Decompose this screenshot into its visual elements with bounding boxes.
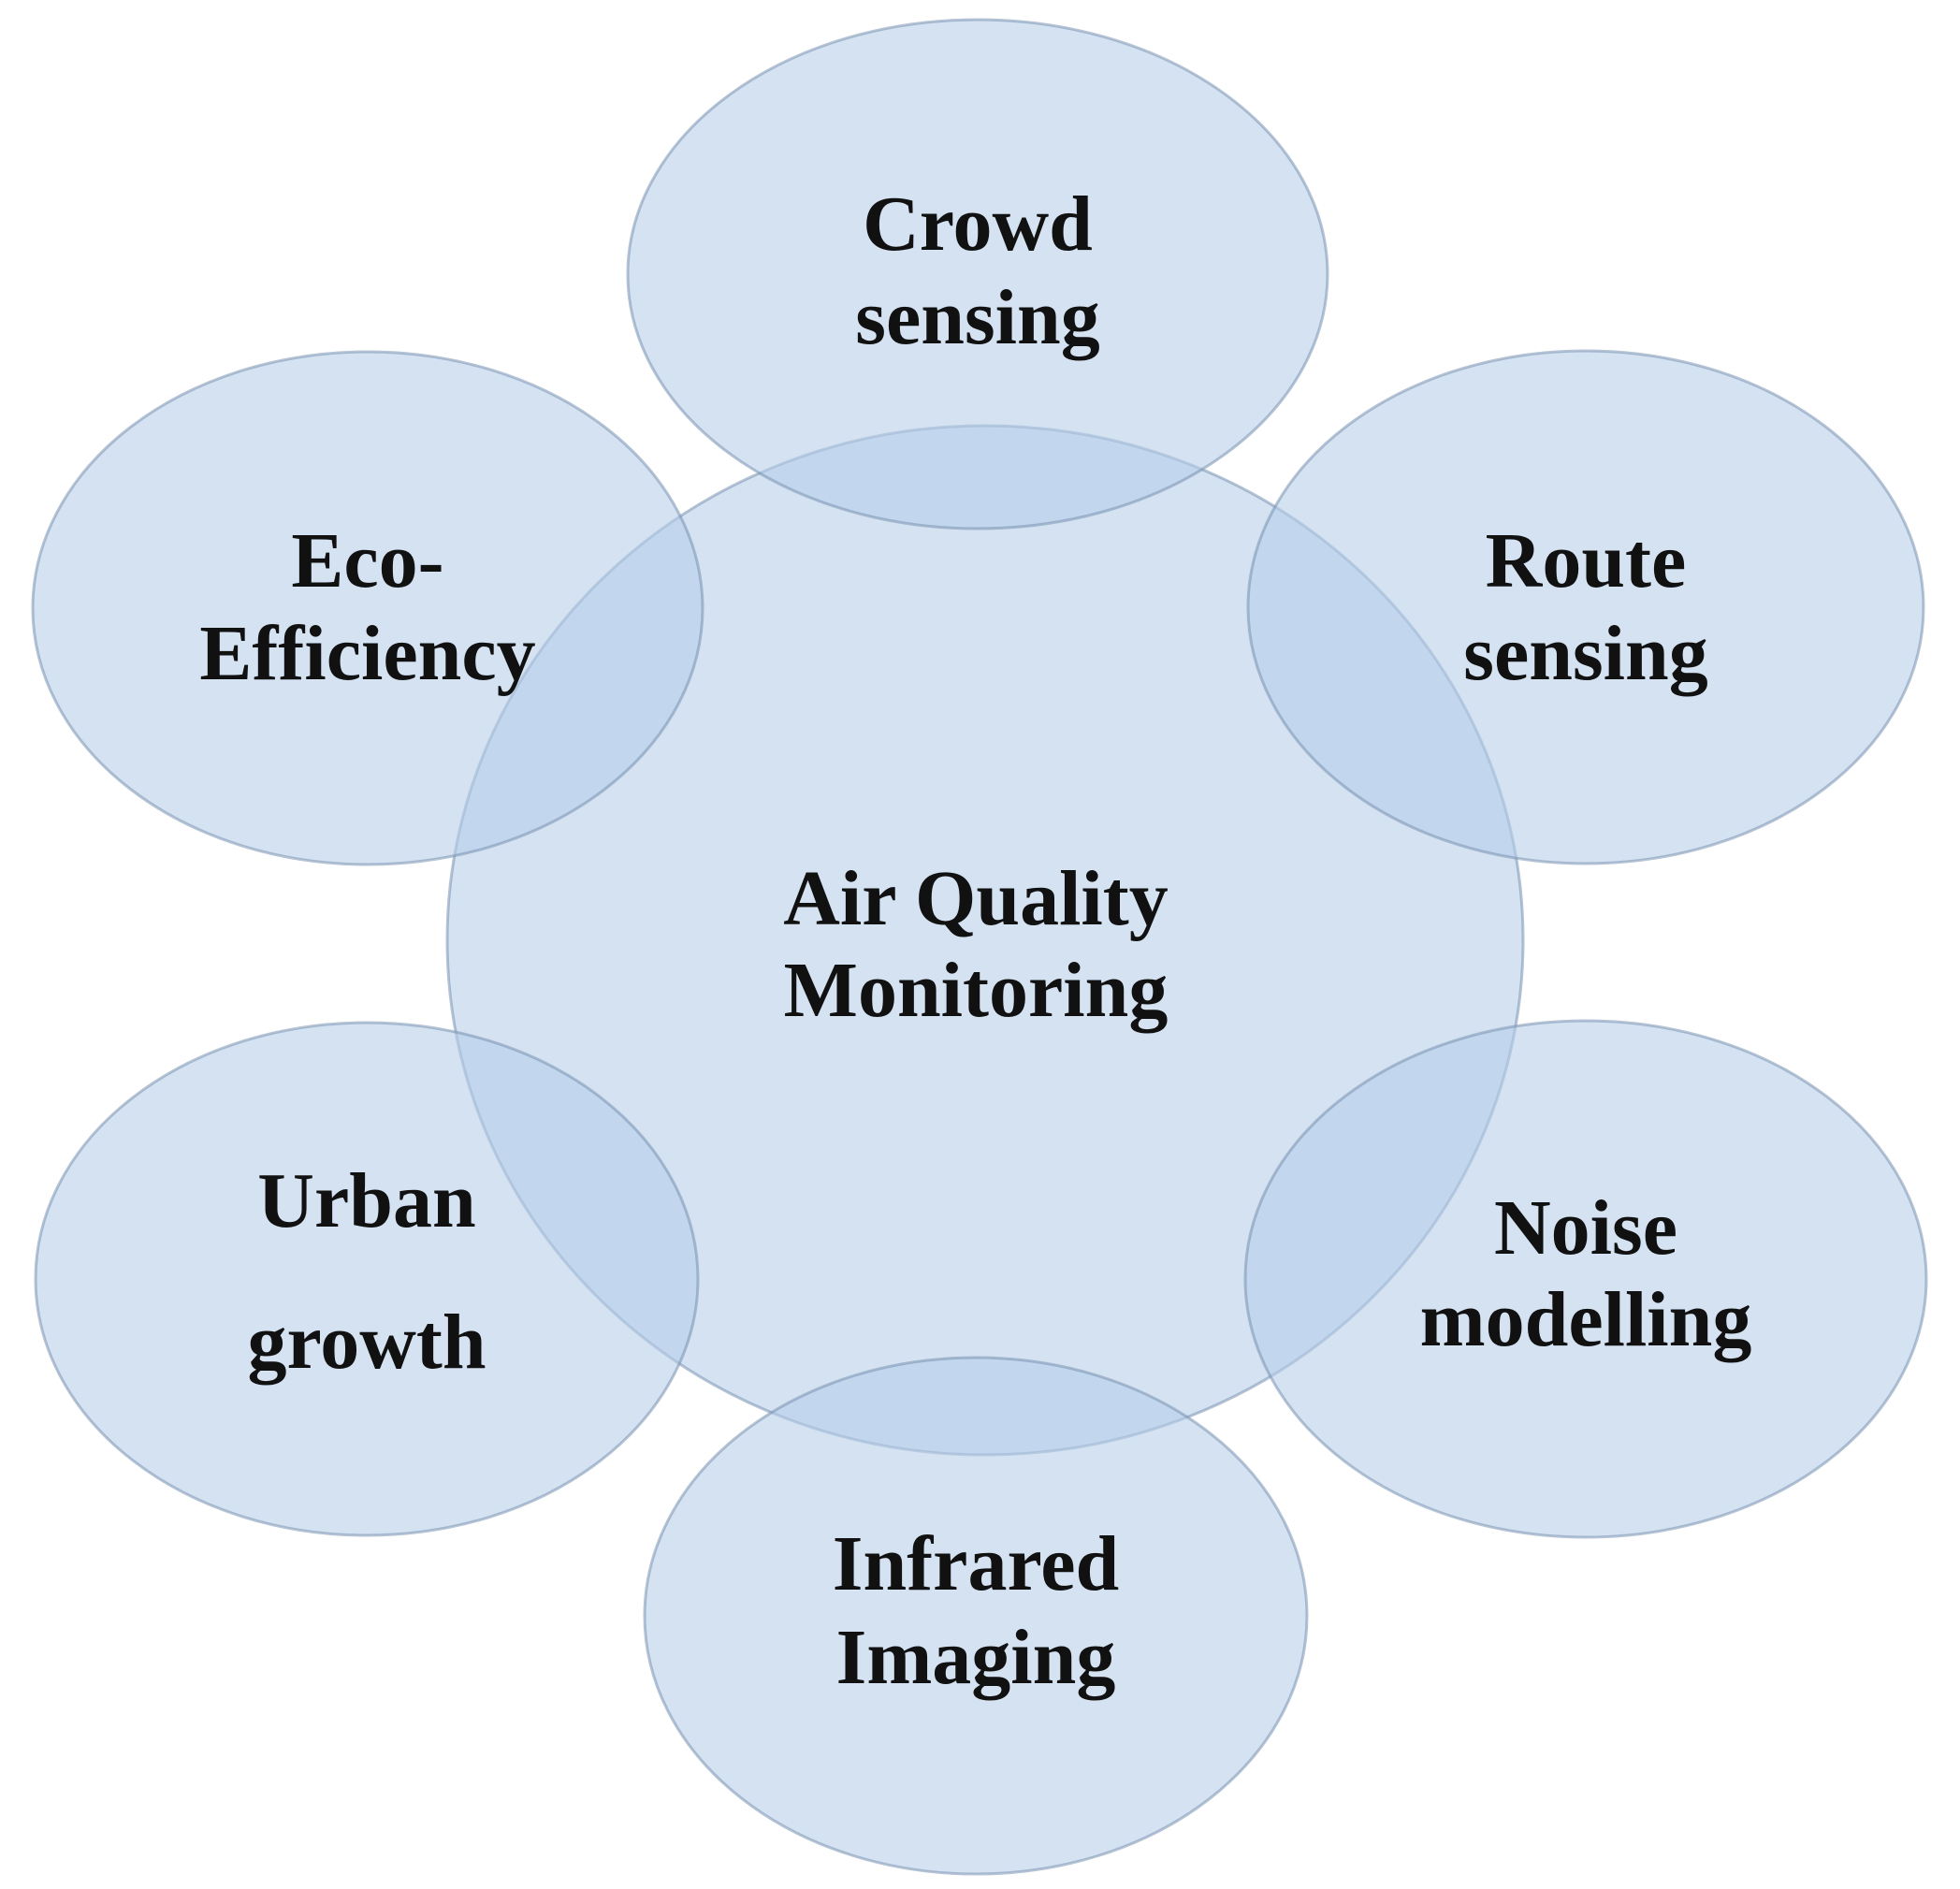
node-crowd-sensing-ellipse bbox=[626, 18, 1329, 530]
node-route-sensing-line2: sensing bbox=[1463, 610, 1707, 697]
node-noise-modelling: Noise modelling bbox=[1243, 1019, 1928, 1539]
node-infrared-imaging-ellipse bbox=[643, 1356, 1309, 1876]
node-infrared-imaging-line1: Infrared bbox=[833, 1520, 1119, 1607]
center-label-line1: Air Quality bbox=[783, 855, 1168, 942]
node-urban-growth-line1: Urban bbox=[257, 1157, 475, 1244]
node-route-sensing-line1: Route bbox=[1486, 517, 1687, 604]
node-urban-growth: Urban growth bbox=[34, 1021, 700, 1537]
node-crowd-sensing-line1: Crowd bbox=[863, 181, 1093, 268]
node-eco-efficiency-line1: Eco- bbox=[291, 517, 443, 604]
node-urban-growth-ellipse bbox=[34, 1021, 700, 1537]
node-infrared-imaging: Infrared Imaging bbox=[643, 1356, 1309, 1876]
node-crowd-sensing-line2: sensing bbox=[855, 274, 1099, 361]
node-noise-modelling-ellipse bbox=[1243, 1019, 1928, 1539]
node-route-sensing-ellipse bbox=[1246, 349, 1925, 865]
node-urban-growth-line2: growth bbox=[247, 1299, 486, 1386]
node-route-sensing: Route sensing bbox=[1246, 349, 1925, 865]
node-infrared-imaging-line2: Imaging bbox=[836, 1614, 1116, 1701]
node-noise-modelling-line2: modelling bbox=[1420, 1276, 1752, 1363]
center-node: Air Quality Monitoring bbox=[445, 424, 1525, 1457]
node-eco-efficiency-line2: Efficiency bbox=[199, 610, 535, 697]
node-eco-efficiency-ellipse bbox=[31, 350, 704, 866]
center-label-line2: Monitoring bbox=[784, 947, 1169, 1034]
node-noise-modelling-line1: Noise bbox=[1494, 1184, 1677, 1271]
node-crowd-sensing: Crowd sensing bbox=[626, 18, 1329, 530]
node-eco-efficiency: Eco- Efficiency bbox=[31, 350, 704, 866]
